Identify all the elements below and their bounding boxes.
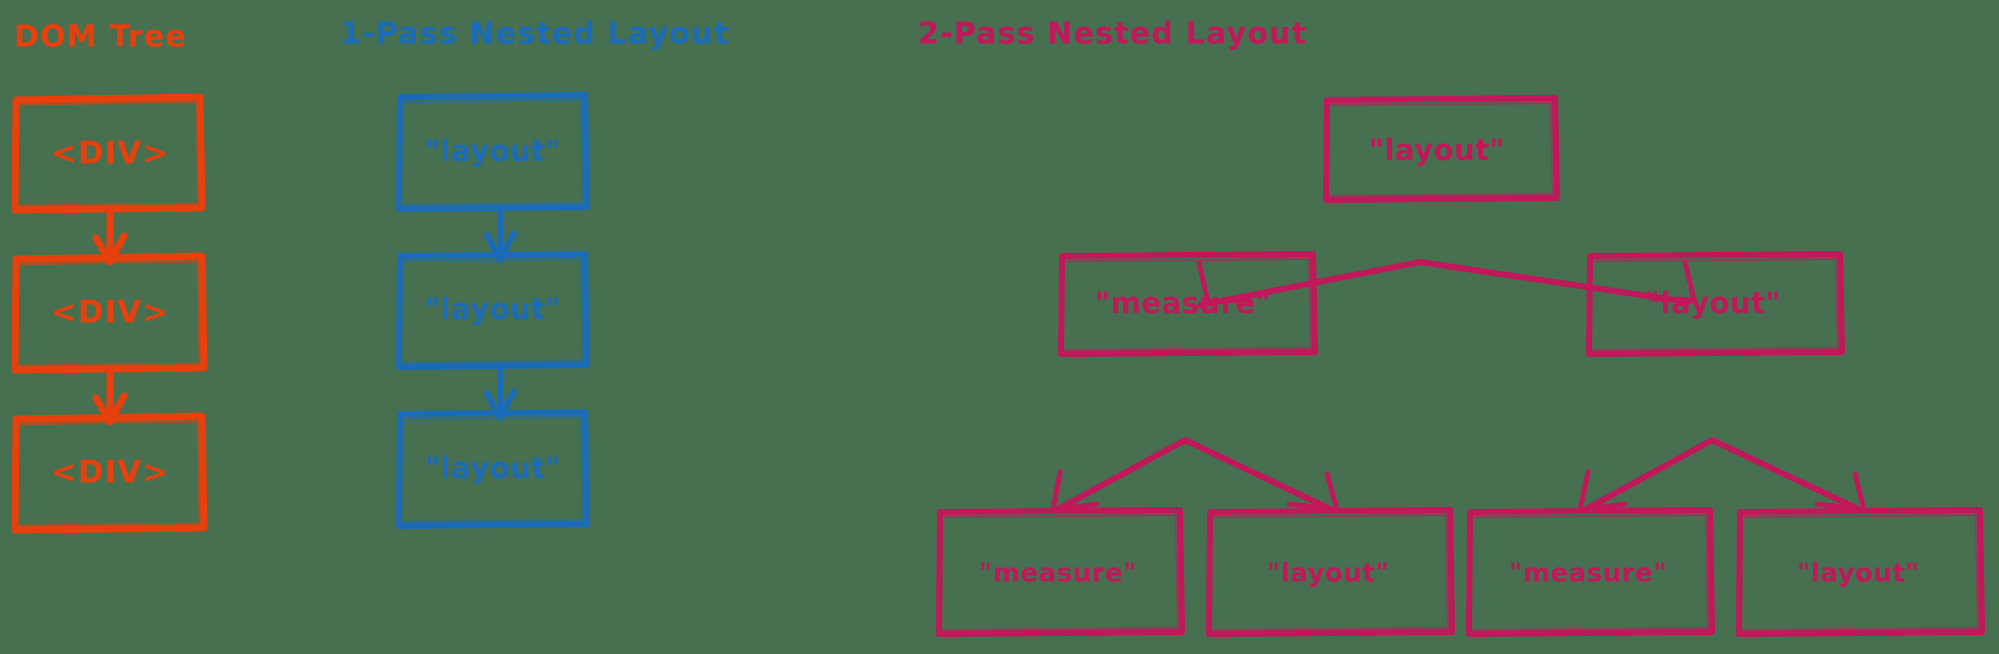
two-pass-edge-root-right — [1417, 259, 1697, 305]
one-pass-node-box-2[interactable] — [396, 251, 590, 370]
two-pass-leaf-label-1: "measure" — [979, 559, 1137, 589]
two-pass-level2-box-1[interactable] — [1058, 251, 1318, 357]
dom-node-label-2: <DIV> — [51, 295, 169, 331]
one-pass-node-label-1: "layout" — [425, 134, 561, 168]
two-pass-leaf-label-4: "layout" — [1797, 559, 1920, 589]
panel-title-one-pass: 1-Pass Nested Layout — [340, 17, 729, 52]
one-pass-node-box-1[interactable] — [396, 92, 590, 212]
two-pass-level2-label-2: "layout" — [1645, 286, 1781, 320]
two-pass-leaf-box-4[interactable] — [1736, 507, 1985, 637]
two-pass-leaf-box-2[interactable] — [1206, 507, 1455, 637]
two-pass-level2-label-1: "measure" — [1095, 286, 1271, 320]
two-pass-edge-left-r — [1182, 437, 1340, 513]
two-pass-edge-right-l — [1577, 437, 1715, 513]
panel-title-two-pass: 2-Pass Nested Layout — [918, 17, 1307, 52]
two-pass-root-box[interactable] — [1323, 95, 1560, 203]
two-pass-root-label: "layout" — [1369, 133, 1505, 167]
two-pass-leaf-box-3[interactable] — [1466, 507, 1715, 637]
two-pass-edge-left-l — [1050, 437, 1188, 513]
panel-title-dom-tree: DOM Tree — [14, 20, 187, 55]
one-pass-node-box-3[interactable] — [396, 409, 590, 529]
one-pass-node-label-2: "layout" — [425, 292, 561, 326]
dom-node-label-3: <DIV> — [51, 455, 169, 491]
two-pass-edge-right-r — [1709, 437, 1867, 513]
two-pass-level2-box-2[interactable] — [1586, 251, 1845, 357]
dom-node-box-1[interactable] — [11, 93, 206, 214]
two-pass-leaf-box-1[interactable] — [936, 507, 1185, 637]
one-pass-node-label-3: "layout" — [425, 451, 561, 485]
dom-node-box-3[interactable] — [11, 412, 208, 534]
two-pass-leaf-label-3: "measure" — [1509, 559, 1667, 589]
two-pass-leaf-label-2: "layout" — [1267, 559, 1390, 589]
dom-node-label-1: <DIV> — [51, 136, 169, 172]
dom-node-box-2[interactable] — [11, 252, 208, 374]
